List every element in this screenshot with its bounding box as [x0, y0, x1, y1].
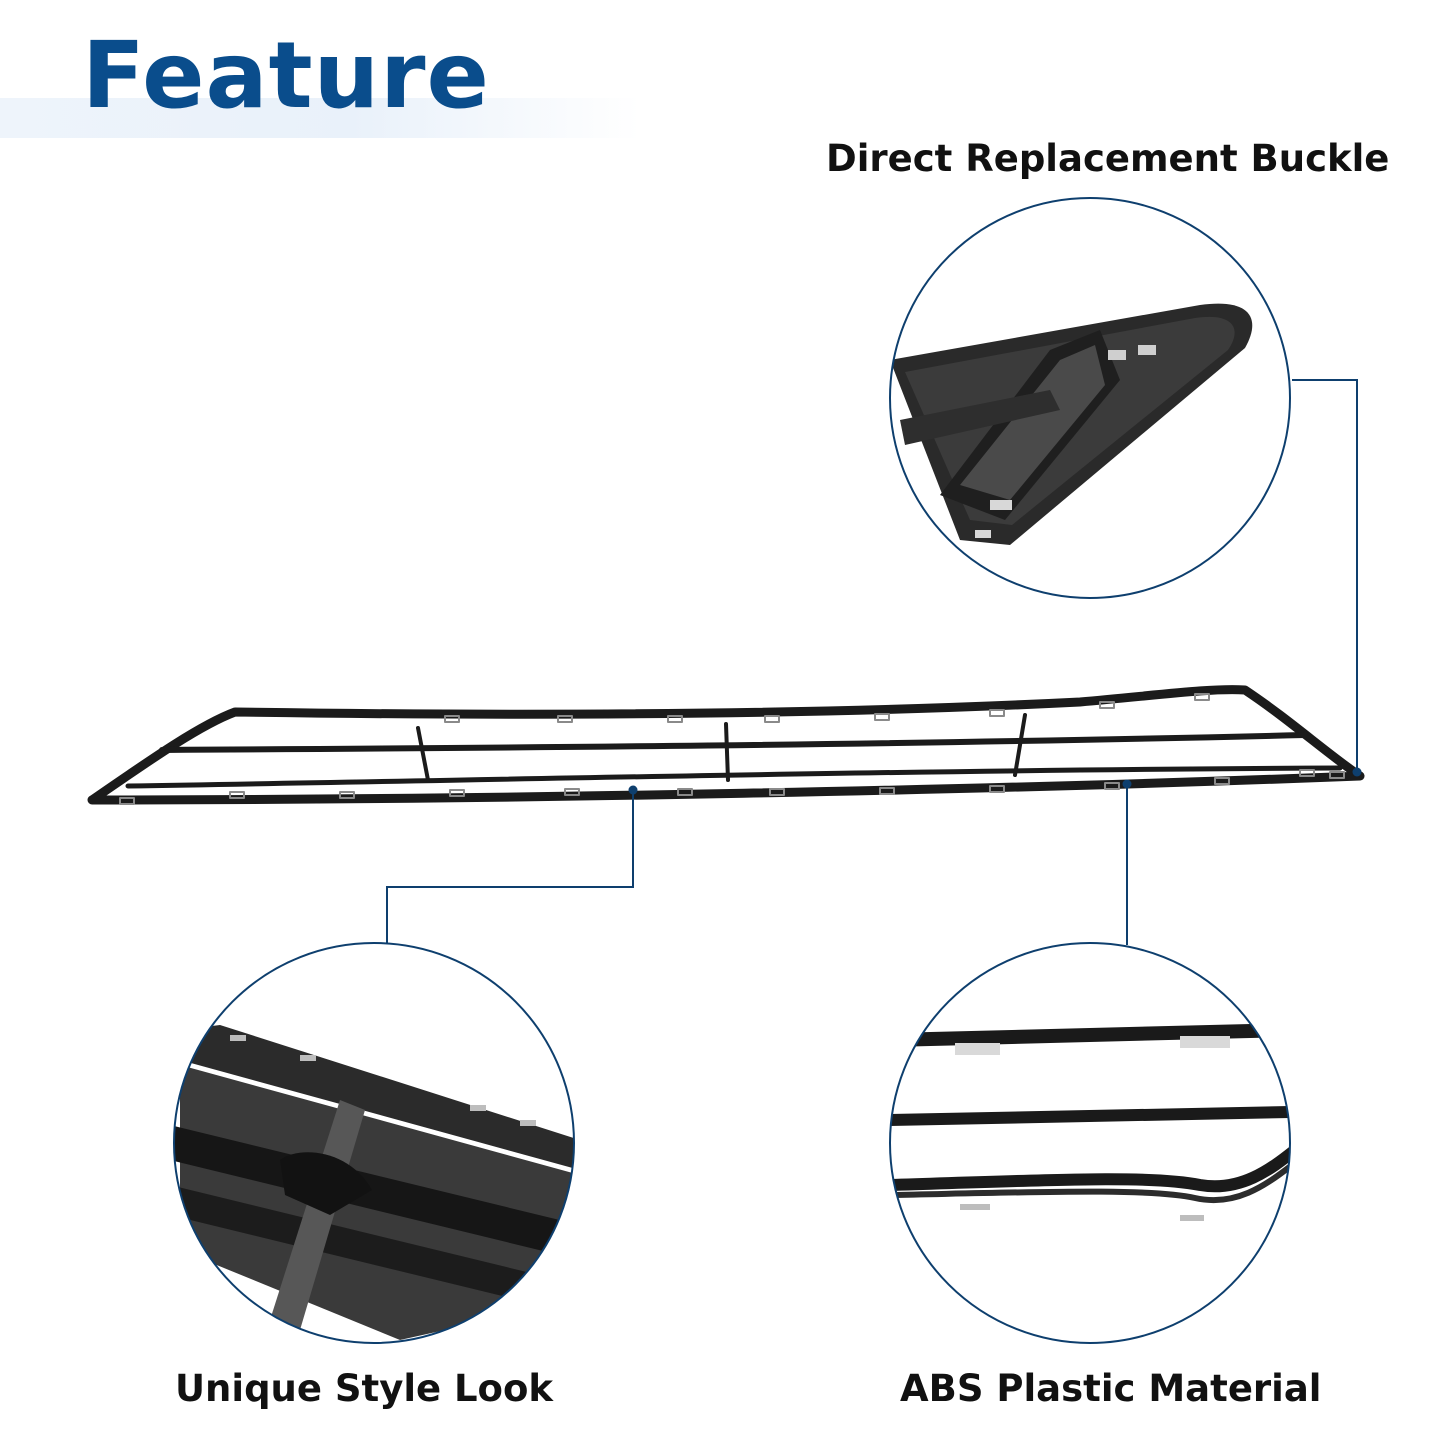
title-highlight-band: [0, 98, 640, 138]
feature-label-buckle: Direct Replacement Buckle: [826, 137, 1390, 180]
zoom-detail-style: [173, 942, 575, 1344]
zoom-detail-buckle: [889, 197, 1291, 599]
callout-lines: [386, 379, 1358, 945]
zoom-detail-material: [889, 942, 1291, 1344]
grille-lower-rail: [125, 765, 1343, 789]
feature-label-material: ABS Plastic Material: [900, 1367, 1322, 1410]
page-title: Feature: [82, 22, 490, 129]
grille-struts: [416, 713, 1027, 782]
feature-label-style: Unique Style Look: [175, 1367, 554, 1410]
grille-middle-rail: [159, 732, 1308, 753]
grille-product: [87, 685, 1365, 805]
grille-outer-frame: [87, 685, 1365, 805]
callout-dots: [628, 767, 1362, 795]
grille-clips: [119, 693, 1345, 805]
callout-line-buckle: [1292, 379, 1358, 771]
callout-line-style: [386, 790, 634, 945]
